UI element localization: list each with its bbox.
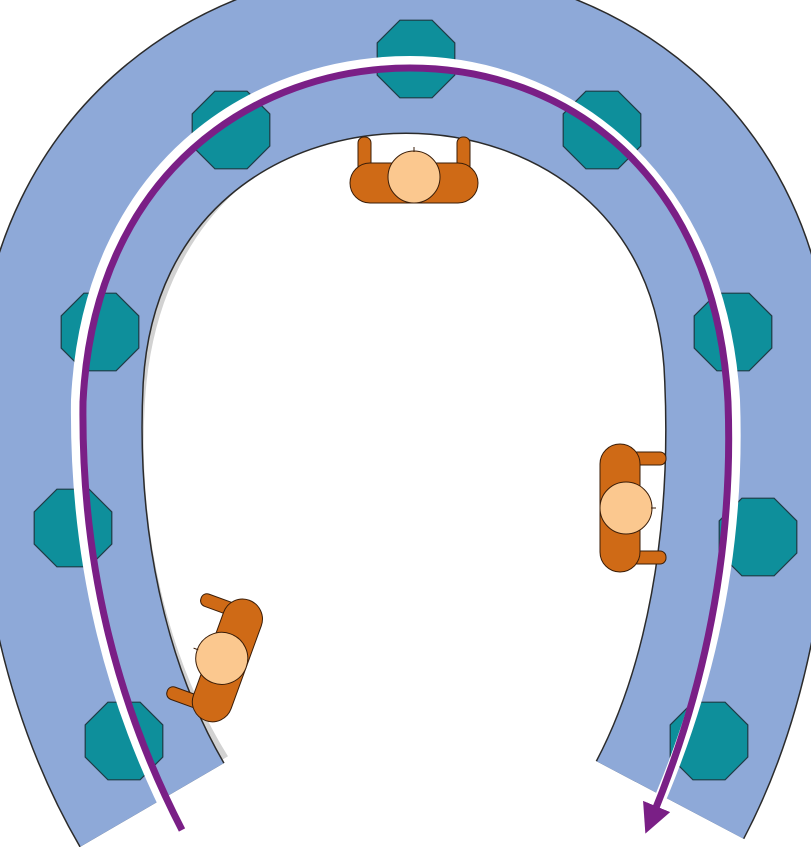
worker-head [388,151,440,203]
worker-right [600,444,666,572]
worker-top [350,137,478,203]
worker-head [600,482,652,534]
station-6 [34,489,112,567]
workers-group [162,137,666,727]
